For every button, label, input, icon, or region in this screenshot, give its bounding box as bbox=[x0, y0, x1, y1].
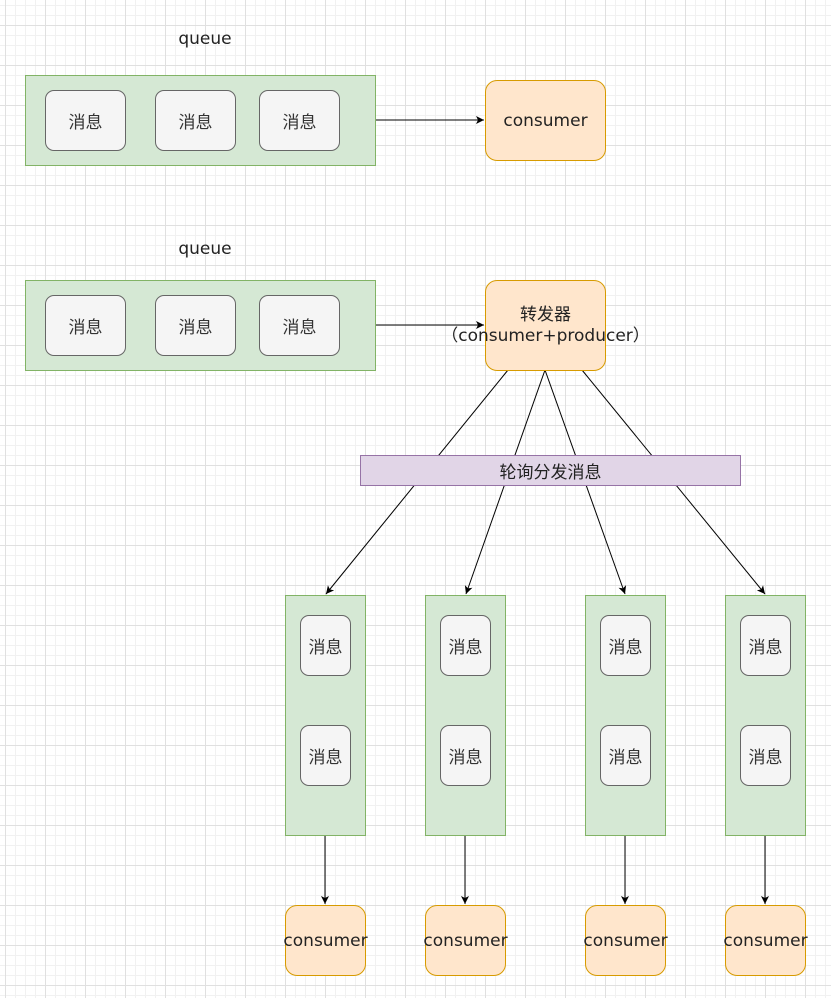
branch-3-message-2[interactable]: 消息 bbox=[600, 725, 651, 786]
branch-2-consumer[interactable]: consumer bbox=[423, 905, 508, 976]
branch-2-message-1[interactable]: 消息 bbox=[440, 615, 491, 676]
branch-1-message-1[interactable]: 消息 bbox=[300, 615, 351, 676]
branch-3-message-1[interactable]: 消息 bbox=[600, 615, 651, 676]
forwarder-subtitle: （consumer+producer） bbox=[441, 325, 650, 346]
message-middle-1[interactable]: 消息 bbox=[45, 295, 126, 356]
branch-3-consumer[interactable]: consumer bbox=[583, 905, 668, 976]
branch-2-message-2[interactable]: 消息 bbox=[440, 725, 491, 786]
queue-label-top: queue bbox=[178, 29, 232, 49]
branch-queue-1[interactable] bbox=[285, 595, 366, 836]
branch-1-consumer[interactable]: consumer bbox=[283, 905, 368, 976]
queue-label-middle: queue bbox=[178, 239, 232, 259]
message-middle-3[interactable]: 消息 bbox=[259, 295, 340, 356]
round-robin-dispatch-label[interactable]: 轮询分发消息 bbox=[360, 455, 741, 486]
branch-4-consumer[interactable]: consumer bbox=[723, 905, 808, 976]
branch-4-message-1[interactable]: 消息 bbox=[740, 615, 791, 676]
forwarder-node[interactable]: 转发器 （consumer+producer） bbox=[441, 280, 650, 371]
message-top-1[interactable]: 消息 bbox=[45, 90, 126, 151]
forwarder-title: 转发器 bbox=[520, 304, 571, 325]
branch-4-message-2[interactable]: 消息 bbox=[740, 725, 791, 786]
branch-1-message-2[interactable]: 消息 bbox=[300, 725, 351, 786]
message-middle-2[interactable]: 消息 bbox=[155, 295, 236, 356]
message-top-2[interactable]: 消息 bbox=[155, 90, 236, 151]
message-top-3[interactable]: 消息 bbox=[259, 90, 340, 151]
consumer-top[interactable]: consumer bbox=[485, 80, 606, 161]
